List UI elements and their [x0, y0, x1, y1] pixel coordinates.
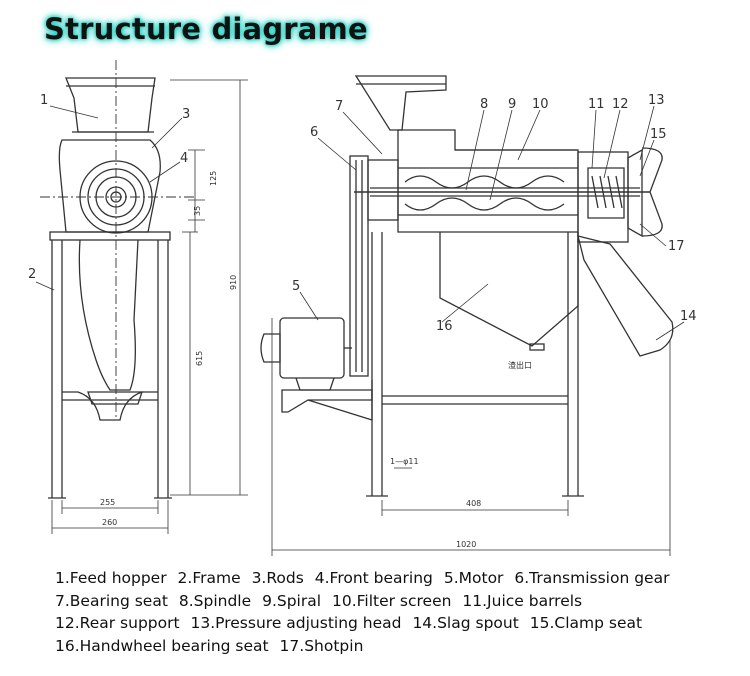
legend-item: 4.Front bearing: [314, 569, 433, 587]
legend-item: 9.Spiral: [262, 591, 322, 610]
juice-collection-hopper: [439, 232, 579, 347]
legend-item: 8.Spindle: [178, 591, 252, 610]
page-title: Structure diagrame: [44, 12, 368, 46]
legend-item: 6.Transmission gear: [514, 569, 670, 587]
clamp-seat: [627, 148, 643, 238]
legend-item: 7.Bearing seat: [55, 591, 168, 610]
part-label-12: 11: [588, 97, 605, 112]
motor-base: [281, 389, 373, 413]
part-label-16: 17: [668, 239, 685, 254]
part-label-9: 9: [508, 97, 516, 112]
part-label-11: 16: [436, 319, 453, 334]
transmission-gear: [349, 155, 369, 377]
part-label-2: 2: [28, 267, 36, 282]
legend-item: 17.Shotpin: [279, 636, 364, 655]
dim-910: 910: [229, 275, 238, 290]
legend-item: 16.Handwheel bearing seat: [55, 636, 269, 655]
legend-item: 13.Pressure adjusting head: [190, 614, 402, 633]
dim-35: 35: [193, 206, 202, 216]
side-feed-hopper: [354, 75, 447, 131]
dim-1020: 1020: [456, 540, 476, 549]
front-view: [40, 60, 195, 499]
motor: [279, 317, 345, 379]
slag-spout: [577, 235, 674, 357]
juice-barrel: [397, 129, 579, 233]
front-frame: [49, 231, 171, 241]
spiral: [404, 175, 565, 189]
pressure-adjusting-head: [587, 167, 625, 219]
part-label-1: 1: [40, 93, 48, 108]
dim-hole: 1—φ11: [390, 457, 419, 466]
legend-line-4: 16.Handwheel bearing seat 17.Shotpin: [55, 635, 745, 658]
legend-item: 5.Motor: [443, 569, 504, 587]
part-label-3: 3: [182, 107, 190, 122]
legend-line-1: 1.Feed hopper 2.Frame 3.Rods 4.Front bea…: [55, 567, 745, 590]
part-label-15: 13: [648, 93, 665, 108]
part-label-6: 6: [310, 125, 318, 140]
legend-line-2: 7.Bearing seat 8.Spindle 9.Spiral 10.Fil…: [55, 590, 745, 613]
part-label-5: 5: [292, 279, 300, 294]
legend-item: 11.Juice barrels: [462, 591, 583, 610]
legend-item: 12.Rear support: [55, 614, 180, 633]
part-label-13: 12: [612, 97, 629, 112]
part-label-7: 7: [335, 99, 343, 114]
slag-outlet-label: 渣出口: [508, 360, 532, 370]
part-label-14: 14: [680, 309, 697, 324]
parts-legend: 1.Feed hopper 2.Frame 3.Rods 4.Front bea…: [55, 567, 745, 657]
legend-item: 3.Rods: [251, 569, 304, 587]
dim-615: 615: [195, 351, 204, 366]
bearing-seat: [367, 159, 399, 221]
legend-item: 2.Frame: [177, 569, 241, 587]
part-label-4: 4: [180, 151, 188, 166]
part-label-8: 8: [480, 97, 488, 112]
part-label-17: 15: [650, 127, 667, 142]
dim-260: 260: [102, 518, 117, 527]
dim-125: 125: [209, 171, 218, 186]
dim-408: 408: [466, 499, 481, 508]
legend-item: 14.Slag spout: [412, 614, 519, 633]
side-view: [260, 75, 674, 497]
legend-item: 10.Filter screen: [331, 591, 452, 610]
dim-255: 255: [100, 498, 115, 507]
legend-line-3: 12.Rear support 13.Pressure adjusting he…: [55, 612, 745, 635]
legend-item: 15.Clamp seat: [529, 614, 643, 633]
part-label-10: 10: [532, 97, 549, 112]
legend-item: 1.Feed hopper: [55, 569, 167, 587]
handwheel-bearing-seat: [641, 147, 663, 237]
